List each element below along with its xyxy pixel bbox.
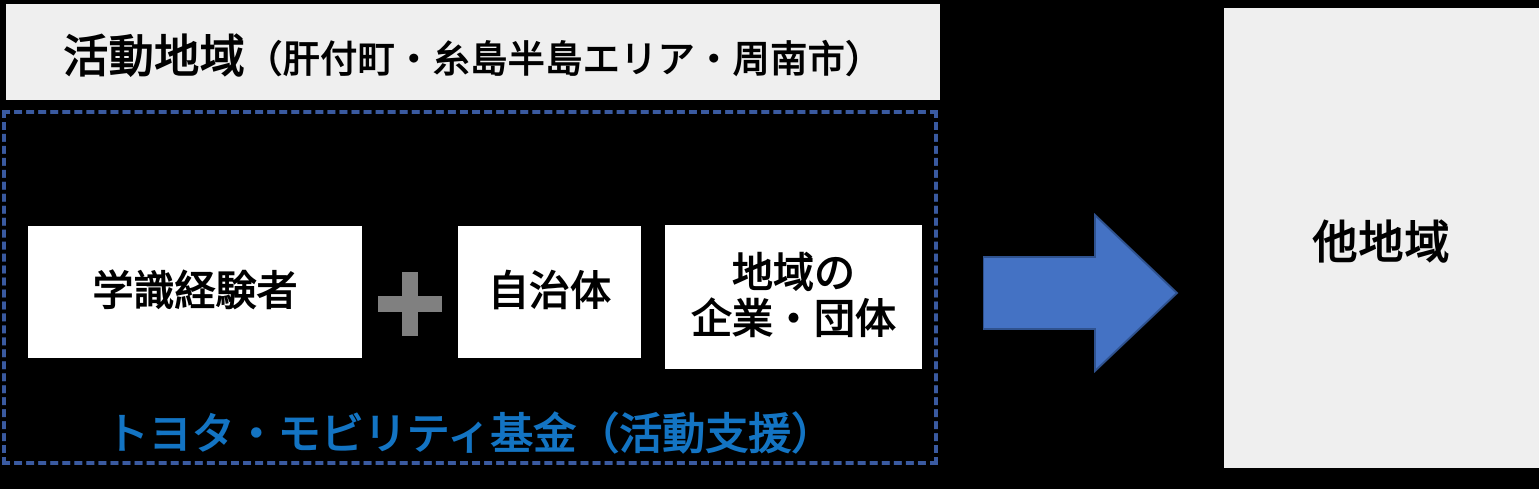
activity-area-label: 活動地域 [63,30,246,82]
partner-box-scholar: 学識経験者 [28,226,362,358]
partner-box-local-business-label-line2: 企業・団体 [691,296,896,342]
activity-area-detail: （肝付町・糸島半島エリア・周南市） [245,38,883,80]
partner-box-scholar-label: 学識経験者 [92,268,298,315]
activity-area-header-text: 活動地域（肝付町・糸島半島エリア・周南市） [63,20,883,85]
partner-box-local-business-text: 地域の 企業・団体 [691,250,896,343]
fund-support-boundary [2,110,938,465]
activity-area-header: 活動地域（肝付町・糸島半島エリア・周南市） [6,4,940,100]
other-regions-panel: 他地域 [1224,8,1539,468]
right-arrow-shape [983,213,1179,373]
plus-icon [378,272,442,336]
other-regions-label: 他地域 [1312,216,1451,268]
partner-box-local-business: 地域の 企業・団体 [665,225,922,369]
plus-icon-vertical-bar [402,272,418,336]
right-arrow-icon [983,213,1179,373]
partner-box-municipality-label: 自治体 [488,268,611,315]
partner-box-local-business-label-line1: 地域の [732,250,855,297]
partner-box-municipality: 自治体 [458,226,641,358]
fund-support-caption: トヨタ・モビリティ基金（活動支援） [105,411,835,459]
